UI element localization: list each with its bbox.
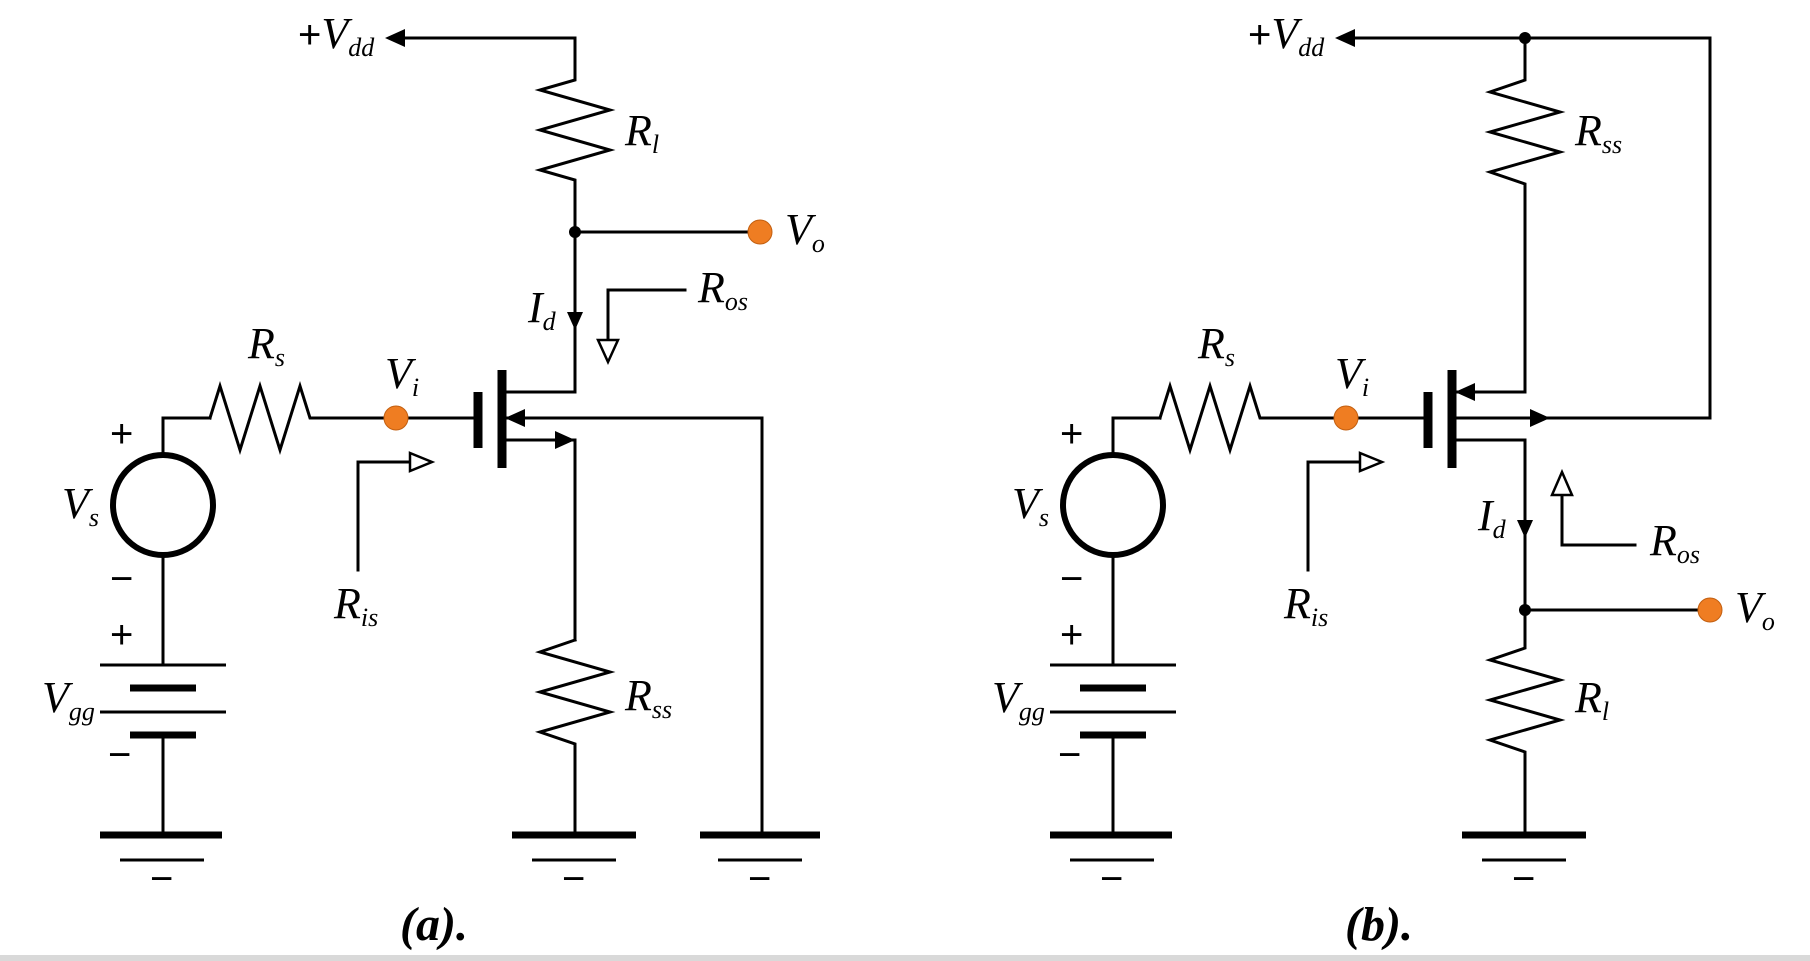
ros-label-a: Ros: [697, 263, 748, 316]
vgg-minus-b: −: [1058, 733, 1081, 777]
vi-label-a: Vi: [385, 349, 419, 402]
bottom-border: [0, 955, 1810, 961]
vs-plus-a: +: [110, 412, 133, 456]
drain-arrow-b: [1455, 383, 1475, 401]
vgg-label-b: Vgg: [992, 673, 1045, 726]
vi-port-b: [1333, 405, 1359, 431]
rss-label-a: Rss: [624, 671, 672, 724]
resistor-rss-b: [1484, 36, 1566, 394]
ris-indicator-a: [356, 460, 412, 572]
vs-minus-b: −: [1060, 557, 1083, 601]
vi-label-b: Vi: [1335, 349, 1369, 402]
voltage-source-vs-a: [110, 452, 216, 558]
body-arrow-b: [1530, 409, 1550, 427]
id-arrow-a: [567, 312, 583, 330]
vi-port-a: [383, 405, 409, 431]
vo-port-a: [747, 219, 773, 245]
rss-label-b: Rss: [1574, 106, 1622, 159]
ris-arrow-a: [408, 451, 436, 473]
vs-label-a: Vs: [62, 479, 99, 532]
resistor-rs-a: [208, 380, 480, 456]
panel-a: +Vdd Rl Vo Id Ros − Rss: [42, 9, 825, 951]
resistor-rss-a: [534, 638, 616, 835]
ground-input-sign-a: −: [150, 857, 173, 901]
vdd-label-a: +Vdd: [298, 9, 375, 62]
vgg-label-a: Vgg: [42, 673, 95, 726]
vgg-plus-a: +: [110, 613, 133, 657]
ground-input-sign-b: −: [1100, 857, 1123, 901]
vs-label-b: Vs: [1012, 479, 1049, 532]
id-label-a: Id: [527, 283, 557, 336]
ris-label-b: Ris: [1283, 579, 1328, 632]
ros-arrow-a: [596, 338, 620, 366]
rl-label-b: Rl: [1574, 673, 1609, 726]
vdd-label-b: +Vdd: [1248, 9, 1325, 62]
resistor-rl-a: [534, 36, 616, 234]
ris-indicator-b: [1306, 460, 1362, 572]
voltage-source-vs-b: [1060, 452, 1166, 558]
vdd-arrow-a: [385, 29, 405, 47]
resistor-rs-b: [1158, 380, 1430, 456]
vs-plus-b: +: [1060, 412, 1083, 456]
vo-label-b: Vo: [1735, 583, 1775, 636]
ground-source-sign-a: −: [562, 857, 585, 901]
ris-label-a: Ris: [333, 579, 378, 632]
panel-b: +Vdd Rss Id Ros Vo Rl −: [992, 9, 1775, 951]
ris-arrow-b: [1358, 451, 1386, 473]
vdd-arrow-b: [1335, 29, 1355, 47]
caption-a: (a).: [400, 898, 468, 951]
ros-arrow-b: [1550, 468, 1574, 497]
vs-minus-a: −: [110, 557, 133, 601]
vgg-minus-a: −: [108, 733, 131, 777]
rl-label-a: Rl: [624, 106, 659, 159]
vo-label-a: Vo: [785, 205, 825, 258]
rs-label-b: Rs: [1197, 319, 1235, 372]
ground-body-sign-a: −: [748, 857, 771, 901]
caption-b: (b).: [1345, 898, 1413, 951]
rs-label-a: Rs: [247, 319, 285, 372]
vo-port-b: [1697, 597, 1723, 623]
id-label-b: Id: [1477, 491, 1507, 544]
vgg-plus-b: +: [1060, 613, 1083, 657]
ros-indicator-b: [1560, 493, 1637, 547]
ros-label-b: Ros: [1649, 516, 1700, 569]
source-arrow-a: [555, 431, 575, 449]
resistor-rl-b: [1484, 608, 1566, 835]
ros-indicator-a: [606, 288, 687, 340]
ground-source-sign-b: −: [1512, 857, 1535, 901]
id-arrow-b: [1517, 520, 1533, 538]
body-arrow-a: [505, 409, 525, 427]
